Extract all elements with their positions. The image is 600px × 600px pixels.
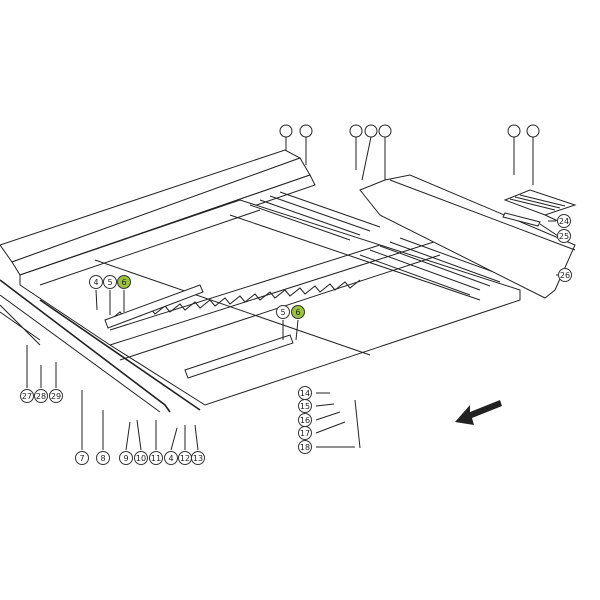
- callout-13: 13: [191, 451, 205, 465]
- callout-4: 4: [164, 451, 178, 465]
- callout-label: 4: [93, 278, 98, 287]
- callout-28: 28: [34, 389, 48, 403]
- callout-label: 25: [559, 232, 569, 241]
- main-frame: [19, 191, 521, 406]
- callout-label: 6: [295, 308, 300, 317]
- callout-label: 28: [36, 392, 46, 401]
- callout-label: 5: [107, 278, 112, 287]
- callout-12: 12: [178, 451, 192, 465]
- callout-24: 24: [557, 214, 571, 228]
- callout-label: 12: [180, 454, 190, 463]
- callout-label: 16: [300, 416, 310, 425]
- callout-label: 18: [300, 443, 310, 452]
- callout-label: 14: [300, 389, 310, 398]
- arrow-down-left-icon: [455, 400, 502, 425]
- callout-16: 16: [298, 413, 312, 427]
- callout-27: 27: [20, 389, 34, 403]
- callout-label: 10: [136, 454, 146, 463]
- callout-label: 29: [51, 392, 61, 401]
- callout-5: 5: [103, 275, 117, 289]
- callout-17: 17: [298, 426, 312, 440]
- leader-lines: [26, 220, 570, 451]
- callout-15: 15: [298, 399, 312, 413]
- callout-label: 26: [560, 271, 570, 280]
- callout-25: 25: [557, 229, 571, 243]
- callout-label: 24: [559, 217, 569, 226]
- cut-callouts: [279, 124, 540, 185]
- callout-label: 5: [280, 308, 285, 317]
- callout-14: 14: [298, 386, 312, 400]
- callout-4: 4: [89, 275, 103, 289]
- callout-6: 6: [117, 275, 131, 289]
- callout-label: 15: [300, 402, 310, 411]
- callout-label: 7: [79, 454, 84, 463]
- left-side-rails: [0, 279, 201, 413]
- callout-5: 5: [276, 305, 290, 319]
- callout-18: 18: [298, 440, 312, 454]
- callout-label: 27: [22, 392, 32, 401]
- callout-10: 10: [134, 451, 148, 465]
- callout-label: 13: [193, 454, 203, 463]
- callout-label: 8: [100, 454, 105, 463]
- callout-29: 29: [49, 389, 63, 403]
- callout-26: 26: [558, 268, 572, 282]
- callout-6: 6: [291, 305, 305, 319]
- callout-9: 9: [119, 451, 133, 465]
- callout-label: 9: [123, 454, 128, 463]
- grate: [502, 189, 577, 237]
- right-cover: [359, 174, 576, 299]
- callout-label: 11: [151, 454, 161, 463]
- callout-8: 8: [96, 451, 110, 465]
- callout-7: 7: [75, 451, 89, 465]
- callout-label: 17: [300, 429, 310, 438]
- callout-11: 11: [149, 451, 163, 465]
- callout-label: 6: [121, 278, 126, 287]
- callout-label: 4: [168, 454, 173, 463]
